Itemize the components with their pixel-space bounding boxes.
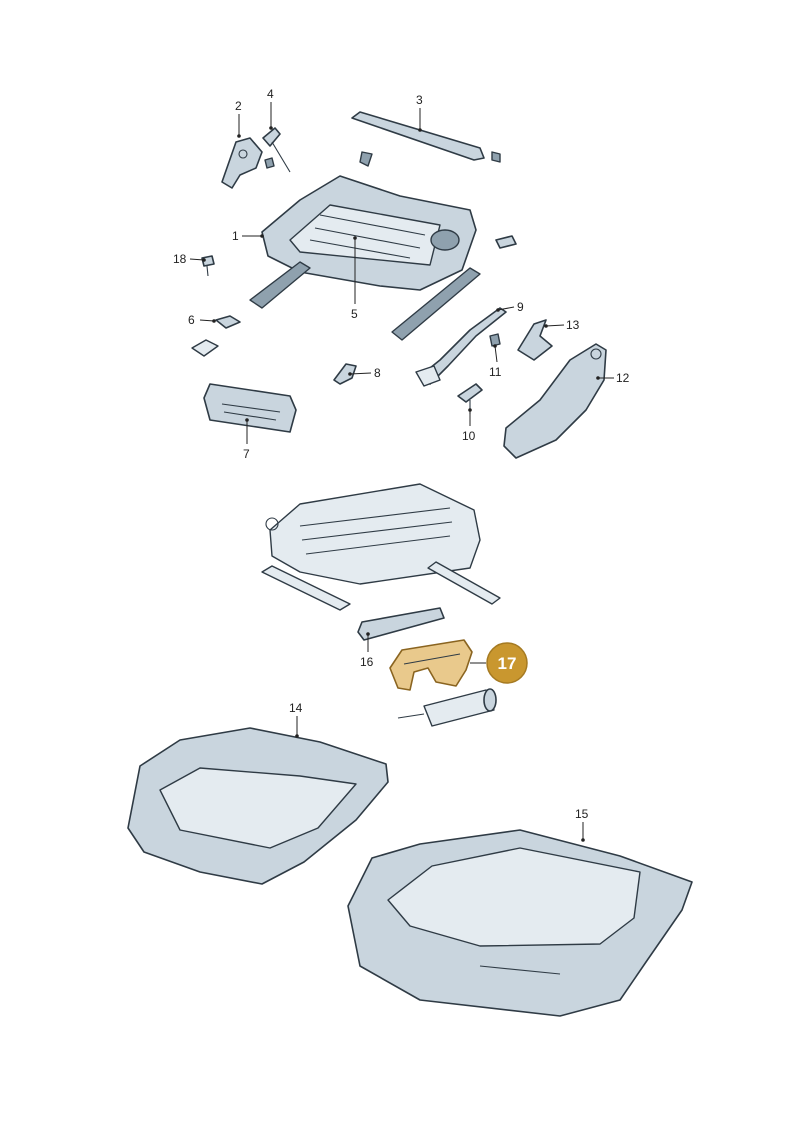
part-8-clip[interactable] — [333, 363, 357, 385]
callout-12: 12 — [616, 371, 630, 385]
part-9-release-handle[interactable] — [415, 307, 507, 387]
callout-16: 16 — [360, 655, 374, 669]
part-11-clip[interactable] — [489, 333, 501, 347]
callout-17-highlight-badge[interactable]: 17 — [486, 642, 528, 684]
callout-10: 10 — [462, 429, 476, 443]
part-12-side-trim[interactable] — [503, 343, 607, 459]
part-18-bolt[interactable] — [201, 255, 215, 277]
actuator-tube — [397, 688, 497, 727]
callout-3: 3 — [416, 93, 423, 107]
callout-14: 14 — [289, 701, 303, 715]
callout-1: 1 — [232, 229, 239, 243]
highlight-badge-label: 17 — [498, 654, 517, 673]
part-16-cross-bar[interactable] — [357, 607, 445, 641]
callout-18: 18 — [173, 252, 187, 266]
seat-frame-lower-view — [261, 483, 501, 611]
leader-dots — [202, 126, 600, 842]
callout-11: 11 — [489, 365, 502, 379]
part-7-lower-bracket[interactable] — [203, 383, 297, 433]
callout-8: 8 — [374, 366, 381, 380]
part-1-seat-frame-upper[interactable] — [249, 175, 517, 341]
leader-lines — [189, 102, 614, 840]
callout-6: 6 — [188, 313, 195, 327]
part-2-side-bracket[interactable] — [221, 137, 263, 189]
highlight-badge-circle — [486, 642, 528, 684]
callout-15: 15 — [575, 807, 589, 821]
callout-2: 2 — [235, 99, 242, 113]
part-14-seat-cushion[interactable] — [127, 727, 389, 885]
callout-5: 5 — [351, 307, 358, 321]
part-15-seat-pan[interactable] — [347, 829, 693, 1017]
part-3-rail-strip[interactable] — [351, 111, 501, 167]
part-6-clip[interactable] — [191, 315, 241, 357]
part-17-bracket-highlighted[interactable] — [389, 639, 473, 691]
callout-4: 4 — [267, 87, 274, 101]
callout-7: 7 — [243, 447, 250, 461]
callout-9: 9 — [517, 300, 524, 314]
part-4-lever-bolt[interactable] — [262, 127, 291, 173]
part-13-bracket[interactable] — [517, 319, 553, 361]
callout-13: 13 — [566, 318, 580, 332]
